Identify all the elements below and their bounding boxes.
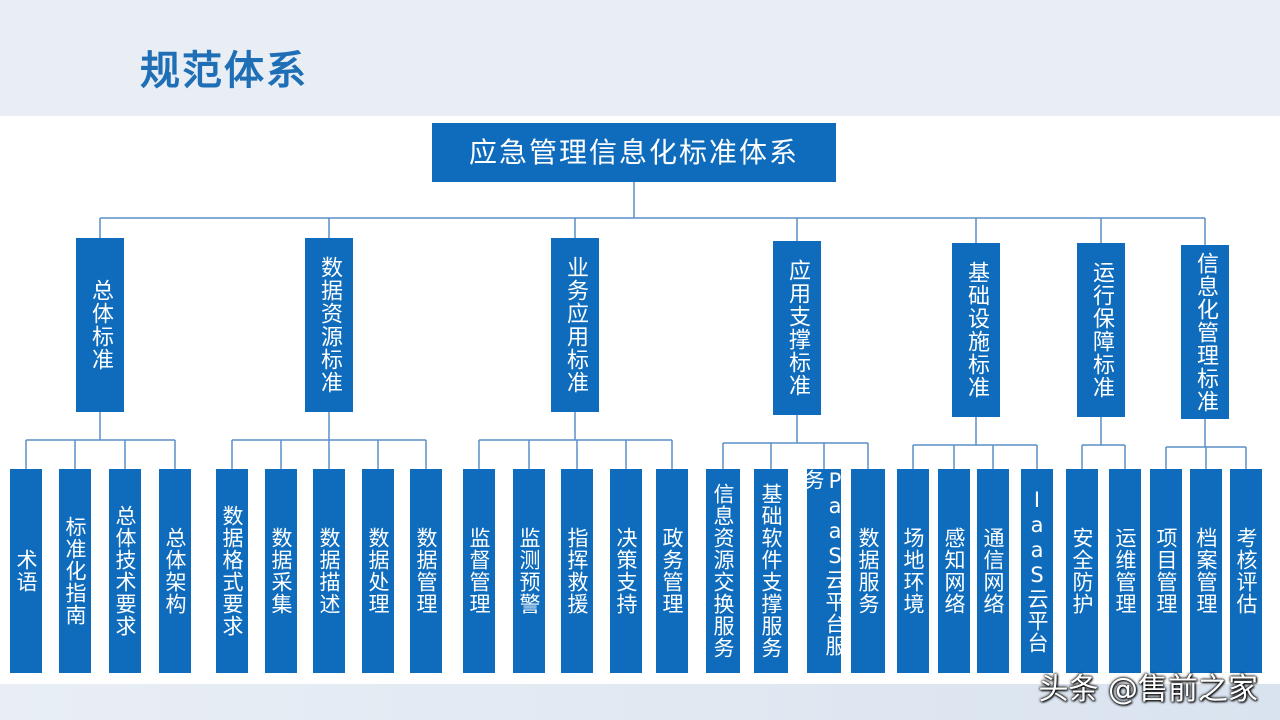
leaf-node-4-3-label: PaaS云平台服务 <box>801 469 847 657</box>
leaf-node-1-2: 标准化指南 <box>59 469 91 673</box>
leaf-node-5-2: 感知网络 <box>938 469 970 673</box>
category-node-2-label: 数据资源标准 <box>317 256 342 394</box>
leaf-node-6-2: 运维管理 <box>1109 469 1141 673</box>
leaf-node-1-3-label: 总体技术要求 <box>113 505 137 637</box>
leaf-node-6-1-label: 安全防护 <box>1070 527 1094 615</box>
category-node-5: 基础设施标准 <box>952 243 1000 417</box>
leaf-node-7-1-label: 项目管理 <box>1154 527 1178 615</box>
leaf-node-4-4: 数据服务 <box>851 469 885 673</box>
leaf-node-3-3: 指挥救援 <box>561 469 593 673</box>
leaf-node-4-2-label: 基础软件支撑服务 <box>759 483 783 659</box>
leaf-node-2-5-label: 数据管理 <box>414 527 438 615</box>
leaf-node-5-1: 场地环境 <box>897 469 929 673</box>
leaf-node-2-4: 数据处理 <box>362 469 394 673</box>
category-node-6: 运行保障标准 <box>1077 243 1125 417</box>
leaf-node-5-4-label: IaaS云平台 <box>1025 488 1049 654</box>
leaf-node-7-3-label: 考核评估 <box>1234 527 1258 615</box>
leaf-node-2-2: 数据采集 <box>265 469 297 673</box>
leaf-node-2-3: 数据描述 <box>313 469 345 673</box>
category-node-4-label: 应用支撑标准 <box>785 259 810 397</box>
leaf-node-2-1: 数据格式要求 <box>216 469 248 673</box>
leaf-node-3-2-label: 监测预警 <box>517 527 541 615</box>
leaf-node-3-1-label: 监督管理 <box>467 527 491 615</box>
leaf-node-5-3: 通信网络 <box>977 469 1009 673</box>
leaf-node-6-2-label: 运维管理 <box>1113 527 1137 615</box>
leaf-node-4-4-label: 数据服务 <box>856 527 880 615</box>
leaf-node-3-1: 监督管理 <box>463 469 495 673</box>
leaf-node-4-1-label: 信息资源交换服务 <box>711 483 735 659</box>
leaf-node-3-4-label: 决策支持 <box>614 527 638 615</box>
leaf-node-7-2-label: 档案管理 <box>1194 527 1218 615</box>
watermark: 头条 @售前之家 <box>1038 672 1258 707</box>
leaf-node-1-4-label: 总体架构 <box>163 527 187 615</box>
leaf-node-5-4: IaaS云平台 <box>1021 469 1053 673</box>
category-node-7: 信息化管理标准 <box>1181 245 1229 419</box>
leaf-node-5-1-label: 场地环境 <box>901 527 925 615</box>
leaf-node-3-3-label: 指挥救援 <box>565 527 589 615</box>
leaf-node-3-2: 监测预警 <box>513 469 545 673</box>
category-node-4: 应用支撑标准 <box>773 241 821 415</box>
leaf-node-4-3: PaaS云平台服务 <box>801 469 847 673</box>
leaf-node-2-2-label: 数据采集 <box>269 527 293 615</box>
leaf-node-1-4: 总体架构 <box>159 469 191 673</box>
root-node-label: 应急管理信息化标准体系 <box>468 135 799 169</box>
leaf-node-5-3-label: 通信网络 <box>981 527 1005 615</box>
leaf-node-2-3-label: 数据描述 <box>317 527 341 615</box>
footer-band <box>0 684 1280 720</box>
leaf-node-3-4: 决策支持 <box>610 469 642 673</box>
leaf-node-4-2: 基础软件支撑服务 <box>754 469 788 673</box>
leaf-node-2-5: 数据管理 <box>410 469 442 673</box>
leaf-node-7-1: 项目管理 <box>1150 469 1182 673</box>
leaf-node-1-2-label: 标准化指南 <box>63 516 87 626</box>
leaf-node-5-2-label: 感知网络 <box>942 527 966 615</box>
leaf-node-1-1-label: 术语 <box>14 549 38 593</box>
leaf-node-3-5-label: 政务管理 <box>660 527 684 615</box>
leaf-node-3-5: 政务管理 <box>656 469 688 673</box>
root-node: 应急管理信息化标准体系 <box>432 123 836 182</box>
leaf-node-6-1: 安全防护 <box>1066 469 1098 673</box>
category-node-5-label: 基础设施标准 <box>964 261 989 399</box>
category-node-3-label: 业务应用标准 <box>563 256 588 394</box>
category-node-3: 业务应用标准 <box>551 238 599 412</box>
category-node-1-label: 总体标准 <box>88 279 113 371</box>
category-node-7-label: 信息化管理标准 <box>1193 251 1218 413</box>
category-node-6-label: 运行保障标准 <box>1089 261 1114 399</box>
leaf-node-7-2: 档案管理 <box>1190 469 1222 673</box>
leaf-node-2-4-label: 数据处理 <box>366 527 390 615</box>
category-node-1: 总体标准 <box>76 238 124 412</box>
page-title: 规范体系 <box>140 48 308 94</box>
leaf-node-1-1: 术语 <box>10 469 42 673</box>
leaf-node-7-3: 考核评估 <box>1230 469 1262 673</box>
leaf-node-1-3: 总体技术要求 <box>109 469 141 673</box>
leaf-node-2-1-label: 数据格式要求 <box>220 505 244 637</box>
leaf-node-4-1: 信息资源交换服务 <box>706 469 740 673</box>
category-node-2: 数据资源标准 <box>305 238 353 412</box>
header-band <box>0 0 1280 116</box>
